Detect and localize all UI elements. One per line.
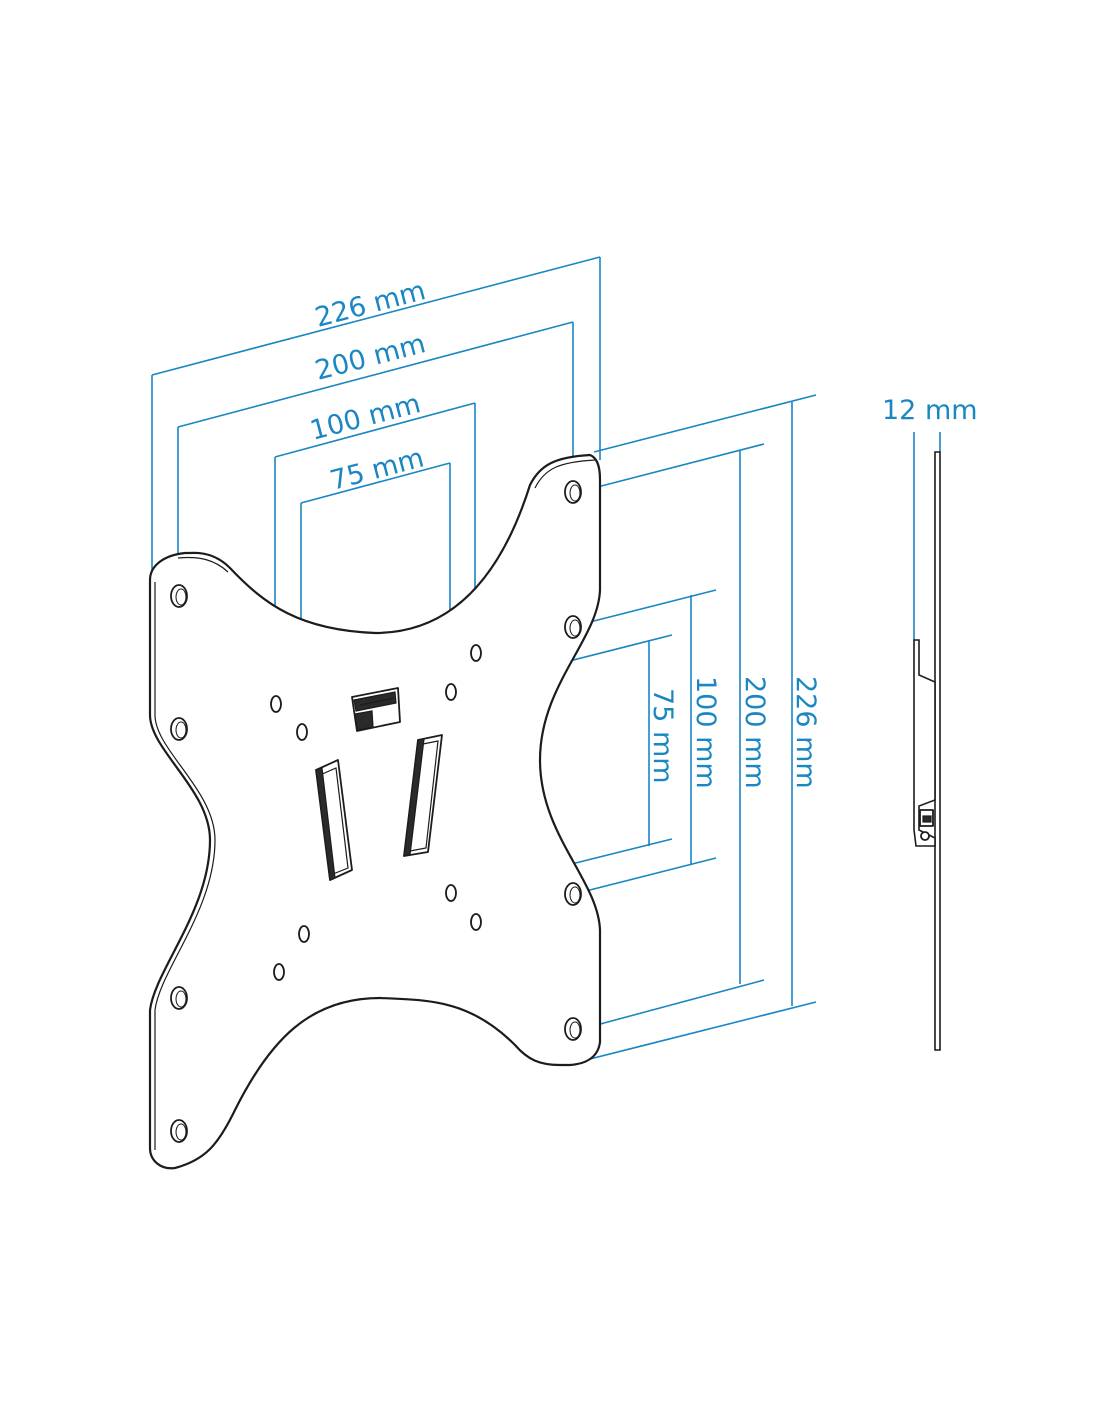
dim-226-bottom-extension — [577, 1001, 817, 1063]
hole-small — [470, 913, 482, 931]
mounting-plate — [148, 453, 602, 1170]
dim-100-horizontal-label: 100 mm — [307, 388, 424, 447]
hole-large — [564, 1017, 582, 1041]
dim-100-top-extension — [577, 589, 717, 626]
hook-slot-left — [315, 759, 353, 881]
dim-75-horizontal-label: 75 mm — [327, 443, 427, 497]
plate-outline — [148, 453, 602, 1170]
plate-thickness-edge — [154, 582, 216, 1150]
dim-75-vertical-label: 75 mm — [647, 688, 678, 784]
dim-200-vertical-label: 200 mm — [739, 676, 770, 789]
dim-226-horizontal-label: 226 mm — [312, 275, 429, 334]
dimension-lines — [151, 256, 941, 1063]
hole-small — [270, 695, 282, 713]
side-back-plate — [934, 451, 941, 1051]
hole-small — [273, 963, 285, 981]
hole-small — [445, 884, 457, 902]
dim-75-horizontal-line — [300, 462, 451, 504]
side-profile — [913, 451, 941, 1051]
dim-226-vertical-label: 226 mm — [790, 676, 821, 789]
hole-large — [564, 480, 582, 504]
hook-slot-right — [403, 734, 443, 857]
dim-200-horizontal-label: 200 mm — [312, 328, 429, 387]
hole-large — [564, 882, 582, 906]
hole-small — [296, 723, 308, 741]
dim-200-bottom-extension — [577, 979, 765, 1031]
hole-large — [170, 717, 188, 741]
plate-holes — [170, 480, 582, 1143]
hole-large — [170, 584, 188, 608]
plate-thickness-edge-top — [177, 459, 596, 573]
hole-large — [564, 615, 582, 639]
dim-226-horizontal-line — [151, 256, 601, 376]
lock-clip — [351, 687, 401, 732]
hole-large — [170, 986, 188, 1010]
dim-100-vertical-label: 100 mm — [690, 676, 721, 789]
side-bracket — [913, 639, 936, 847]
dim-12-thickness-label: 12 mm — [882, 395, 978, 426]
dim-100-bottom-extension — [577, 857, 717, 894]
hole-small — [470, 644, 482, 662]
hole-small — [445, 683, 457, 701]
dim-226-top-extension — [593, 394, 817, 453]
hole-large — [170, 1119, 188, 1143]
hole-small — [298, 925, 310, 943]
dim-200-horizontal-line — [177, 321, 574, 428]
side-screw-icon — [919, 809, 934, 841]
dim-200-top-extension — [577, 443, 765, 493]
dim-100-horizontal-line — [274, 402, 476, 458]
